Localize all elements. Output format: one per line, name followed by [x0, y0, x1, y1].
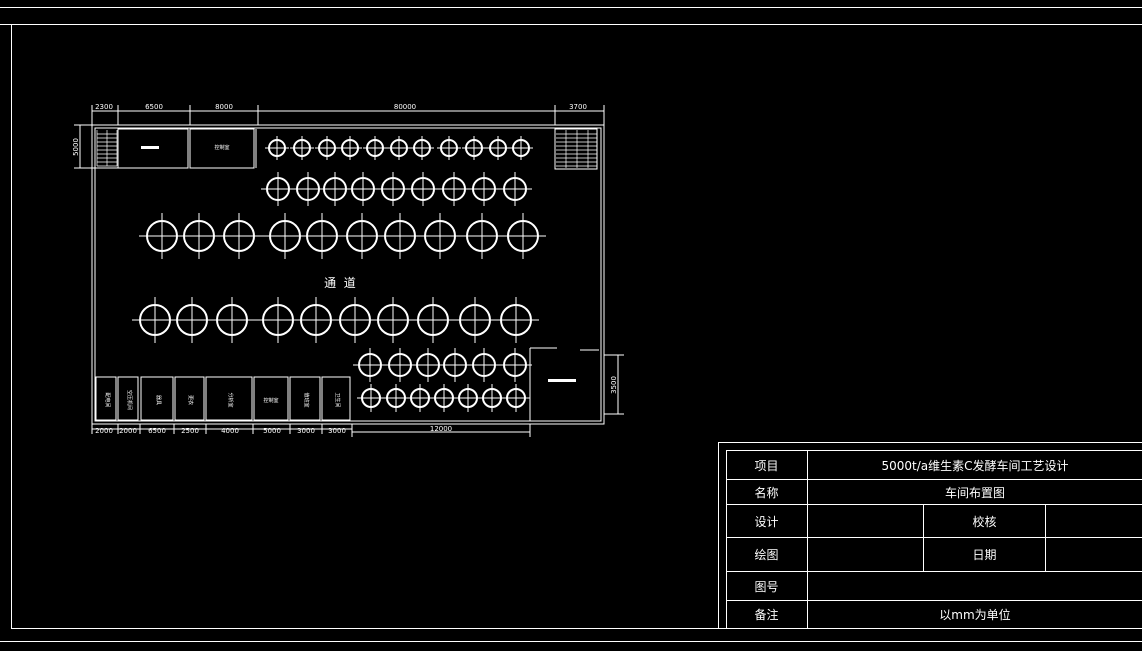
- tank-r4-35: [293, 297, 339, 343]
- tank-r2-18: [437, 172, 471, 206]
- fermenter-tanks: [132, 136, 546, 412]
- project-value: 5000t/a维生素C发酵车间工艺设计: [881, 458, 1069, 473]
- door-mark-top: [141, 146, 159, 149]
- design-label: 设计: [754, 514, 779, 529]
- tank-r1-5: [363, 136, 387, 160]
- room-bottom-1: 配电间: [104, 392, 111, 407]
- tank-r2-15: [346, 172, 380, 206]
- door-mark-bottom: [548, 379, 576, 382]
- dim-bottom-3: 6500: [148, 427, 166, 435]
- dimension-texts: 2300 6500 8000 80000 3700 5000 2000 2000…: [72, 103, 618, 435]
- tank-r4-33: [209, 297, 255, 343]
- tank-r2-12: [261, 172, 295, 206]
- tank-r1-2: [290, 136, 314, 160]
- dim-bottom-5: 4000: [221, 427, 239, 435]
- top-rooms: [117, 128, 598, 170]
- dim-bottom-6: 5000: [263, 427, 281, 435]
- date-label: 日期: [972, 548, 997, 562]
- dim-bottom-2: 2000: [119, 427, 137, 435]
- building-walls: [91, 124, 605, 425]
- tank-r6-51: [454, 384, 482, 412]
- tank-r1-10: [486, 136, 510, 160]
- tank-r1-6: [387, 136, 411, 160]
- dim-top-3: 8000: [215, 103, 233, 111]
- tank-r3-22: [176, 213, 222, 259]
- tank-r6-52: [478, 384, 506, 412]
- dimension-lines: [74, 105, 624, 437]
- bottom-rooms: [95, 347, 599, 421]
- tank-r2-16: [376, 172, 410, 206]
- tank-r2-19: [467, 172, 501, 206]
- tank-r4-39: [452, 297, 498, 343]
- tank-r3-25: [299, 213, 345, 259]
- dim-bottom-1: 2000: [95, 427, 113, 435]
- name-label: 名称: [754, 485, 779, 500]
- tank-r4-32: [169, 297, 215, 343]
- tank-r5-46: [498, 348, 532, 382]
- dim-bottom-4: 2500: [181, 427, 199, 435]
- dim-right: 3500: [610, 376, 618, 394]
- tank-r6-50: [430, 384, 458, 412]
- tank-r4-37: [370, 297, 416, 343]
- dim-bottom-7: 3000: [297, 427, 315, 435]
- check-label: 校核: [972, 514, 997, 529]
- tank-r3-29: [459, 213, 505, 259]
- dim-top-2: 6500: [145, 103, 163, 111]
- room-bottom-3: 器具: [155, 395, 161, 405]
- room-bottom-8: 卫生间: [334, 392, 341, 407]
- tank-r6-49: [406, 384, 434, 412]
- tank-r1-11: [509, 136, 533, 160]
- tank-r3-30: [500, 213, 546, 259]
- tank-r1-7: [410, 136, 434, 160]
- tank-r6-48: [382, 384, 410, 412]
- title-block-grid: [718, 442, 1142, 628]
- room-bottom-4: 更衣: [187, 395, 194, 405]
- drawing-no-label: 图号: [754, 579, 779, 594]
- project-label: 项目: [754, 458, 779, 473]
- remarks-label: 备注: [754, 608, 779, 622]
- corridor-label: 通 道: [324, 276, 356, 290]
- tank-r5-45: [467, 348, 501, 382]
- dim-top-1: 2300: [95, 103, 113, 111]
- dim-bottom-8: 3000: [328, 427, 346, 435]
- dim-top-4: 80000: [394, 103, 416, 111]
- tank-r4-38: [410, 297, 456, 343]
- tank-r2-20: [498, 172, 532, 206]
- dim-left: 5000: [72, 138, 80, 156]
- tank-r3-23: [216, 213, 262, 259]
- stair-right: [556, 130, 597, 168]
- tank-r4-40: [493, 297, 539, 343]
- remarks-value: 以mm为单位: [939, 608, 1011, 622]
- drawing-frame: [0, 7, 1142, 642]
- title-block: 项目 5000t/a维生素C发酵车间工艺设计 名称 车间布置图 设计 校核 绘图…: [718, 442, 1142, 628]
- tank-r1-4: [338, 136, 362, 160]
- dim-top-5: 3700: [569, 103, 587, 111]
- tank-r1-3: [315, 136, 339, 160]
- tank-r1-9: [462, 136, 486, 160]
- tank-r1-8: [437, 136, 461, 160]
- room-top-label-2: 控制室: [214, 144, 229, 151]
- dim-bottom-9: 12000: [430, 425, 452, 433]
- stair-left: [96, 130, 118, 167]
- room-bottom-7: 值班室: [303, 392, 310, 407]
- room-bottom-6: 控制室: [263, 397, 278, 404]
- tank-r6-53: [502, 384, 530, 412]
- room-bottom-2: 空压机间: [126, 390, 133, 410]
- name-value: 车间布置图: [944, 485, 1005, 500]
- room-bottom-5: 分析室: [227, 392, 234, 407]
- tank-r1-1: [265, 136, 289, 160]
- draw-label: 绘图: [754, 548, 779, 562]
- tank-r5-41: [353, 348, 387, 382]
- tank-r6-47: [357, 384, 385, 412]
- tank-r3-28: [417, 213, 463, 259]
- tank-r2-17: [406, 172, 440, 206]
- tank-r5-44: [438, 348, 472, 382]
- tank-r3-27: [377, 213, 423, 259]
